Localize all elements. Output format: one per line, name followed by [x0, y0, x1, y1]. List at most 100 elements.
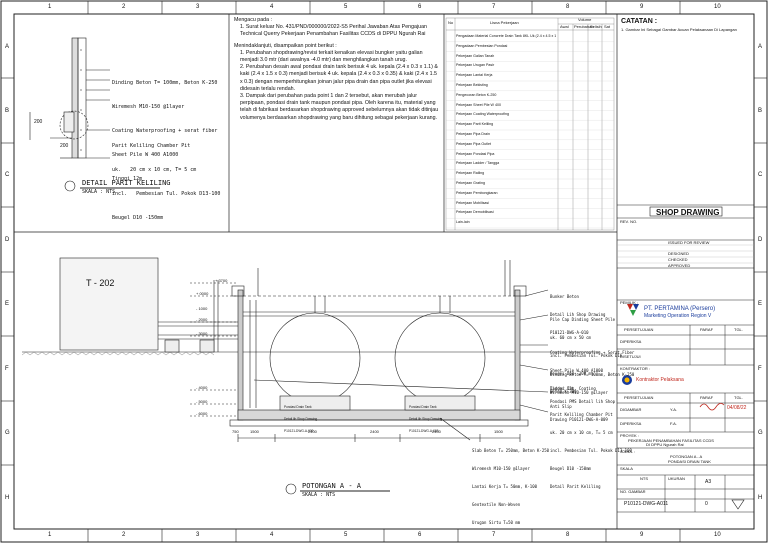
sign-row-diperiksa: DIPERIKSA: [620, 339, 642, 344]
label-line: uk. 60 cm x 50 cm: [550, 335, 591, 340]
col-label-7: 7: [492, 4, 496, 10]
sign-row-digambar: DIGAMBAR: [620, 407, 642, 412]
dim-2400-b: 2400: [370, 429, 379, 434]
row-label-a-right: A: [758, 44, 763, 50]
catatan-heading: CATATAN :: [621, 18, 658, 25]
rev-value: 0: [705, 501, 708, 507]
boq-row: Pekerjaan Ladder / Tangga: [456, 161, 500, 166]
label-line: Lantai Kerja T= 50mm, K-100: [472, 484, 538, 489]
label-line: Parit Keliling Chamber Pit: [550, 412, 613, 417]
boq-sub-selisih: Selisih: [590, 24, 602, 29]
note-line: Parit Keliling Chamber Pit: [112, 143, 191, 149]
mengacu-item-2: 1. Perubahan shopdrawing/revisi terkait …: [240, 49, 423, 64]
row-label-f: F: [5, 366, 9, 372]
judul-label: JUDUL :: [620, 449, 635, 454]
elev-2: - 2000: [196, 317, 208, 322]
label-line: Drawing P10121-DWG-A-009: [550, 417, 608, 422]
label-line: Beugel D10 -150mm: [550, 466, 591, 471]
col-label-2: 2: [122, 4, 126, 10]
label-line: Wiremesh M10-150 @1layer: [550, 390, 608, 395]
ladder-label: Ladder Cat. Coating Anti Slip: [550, 374, 596, 416]
dim-750: 750: [232, 429, 239, 434]
note-line: Tinggi 12m: [112, 176, 143, 182]
skala-value: NTS: [640, 476, 648, 481]
boq-row: Pekerjaan Pipa Outlet: [456, 141, 491, 146]
boq-row: Pekerjaan Sheet Pile W 400: [456, 102, 501, 107]
boq-row: Pekerjaan Demobilisasi: [456, 210, 494, 215]
sheetpile-label: Coating Waterproofing + Serat Fiber Shee…: [550, 338, 634, 398]
row-label-c: C: [5, 172, 10, 178]
boq-sub-awal: Awal: [560, 24, 569, 29]
detail-parit-scale: SKALA : NTS: [82, 189, 116, 195]
shop-drawing-title: SHOP DRAWING: [656, 208, 720, 217]
row-label-h-right: H: [758, 495, 763, 501]
col-label-8-bottom: 8: [566, 532, 570, 538]
elev-5: - 5000: [196, 399, 208, 404]
label-line: Detail lih Shop Drawing: [409, 417, 443, 421]
drain-tank-box-1: Pondasi Drain Tank Detail lih Shop Drawi…: [284, 397, 317, 437]
col-label-6-bottom: 6: [418, 532, 422, 538]
dim-200-left: 200: [34, 119, 43, 125]
label-line: Pondasi PMS Detail lih Shop: [550, 399, 616, 404]
tb-issued: ISSUED FOR REVIEW: [668, 240, 710, 245]
label-line: Anti Slip: [550, 404, 572, 409]
label-line: Beugel D10 -200 mm: [550, 371, 594, 376]
note-line: Sheet Pile W 400 A1000: [112, 152, 179, 158]
section-title: POTONGAN A - A: [302, 482, 362, 490]
col-label-5-bottom: 5: [344, 532, 348, 538]
label-line: incl. Pembesian Tul. Pokok D16: [550, 353, 623, 358]
label-line: Pondasi Drain Tank: [409, 405, 437, 409]
col-label-3: 3: [196, 4, 200, 10]
tb-approved: APPROVED: [668, 263, 691, 268]
skala-label: SKALA: [620, 466, 633, 471]
dinding-label: Dinding Beton T= 100mm, Beton K-250 Wire…: [550, 360, 634, 402]
boq-sub-perubahan: Perubahan: [574, 24, 594, 29]
sign-initial-2: F.A.: [670, 421, 677, 426]
row-label-h: H: [5, 495, 10, 501]
col-label-10: 10: [714, 4, 721, 10]
row-label-e: E: [5, 301, 10, 307]
row-label-e-right: E: [758, 301, 763, 307]
owner-label: PEMILIK :: [620, 300, 639, 305]
boq-row: Pengadaan Material Concrete Drain Tank 8…: [456, 34, 556, 38]
boq-header-vol: Volume: [578, 17, 592, 22]
boq-row: Pekerjaan Coating Waterproofing: [456, 112, 510, 117]
col-label-9: 9: [640, 4, 644, 10]
catatan-line-1: 1. Gambar Ini Sebagai Gambar Acuan Pelak…: [621, 27, 737, 32]
label-line: Coating Waterproofing + Serat Fiber: [550, 350, 635, 355]
label-line: Detail lih Shop Drawing: [284, 417, 318, 421]
label-line: uk. 20 cm x 10 cm, T= 5 cm: [550, 430, 613, 435]
dim-200-bottom: 200: [60, 143, 69, 149]
row-label-c-right: C: [758, 172, 763, 178]
label-line: Sheet Pile W 400 A1000: [550, 368, 603, 373]
boq-row: Pengecoran Beton K-250: [456, 92, 497, 97]
ukuran-label: UKURAN: [668, 476, 685, 481]
label-line: Bunker Beton: [550, 294, 579, 299]
dim-1500-b: 1500: [494, 429, 503, 434]
elev-6: - 6000: [196, 411, 208, 416]
row-label-b: B: [5, 108, 10, 114]
elev-0: + 0000: [196, 291, 209, 296]
mengacu-heading: Mengacu pada :: [234, 17, 272, 23]
label-line: Ladder Cat. Coating: [550, 386, 596, 391]
label-line: Slab Beton T= 250mm, Beton K-250: [472, 448, 550, 453]
row-label-a: A: [5, 44, 10, 50]
col-label-4: 4: [270, 4, 274, 10]
col-label-4-bottom: 4: [270, 532, 274, 538]
slab-label: Slab Beton T= 250mm, Beton K-250 Wiremes…: [472, 436, 549, 532]
boq-row: Pekerjaan Pipa Drain: [456, 131, 490, 136]
contractor-label: KONTRAKTOR :: [620, 366, 650, 371]
dim-1500-a: 1500: [250, 429, 259, 434]
label-line: P10121-DWG-A-010: [550, 330, 589, 335]
mengacu-item-4: 3. Dampak dari perubahan pada point 1 da…: [240, 93, 439, 121]
boq-row: Pekerjaan Pondasi Pipa: [456, 151, 495, 156]
note-line: Beugel D10 -150mm: [112, 215, 164, 221]
judul-line-1: POTONGAN A - A: [670, 454, 703, 459]
row-label-g: G: [5, 430, 10, 436]
sign-header-persetujuan-2: PERSETUJUAN: [624, 395, 654, 400]
label-line: Detail Parit Keliling: [550, 484, 601, 489]
owner-name: PT. PERTAMINA (Persero): [644, 306, 716, 312]
detail-parit-notes-bottom: Parit Keliling Chamber Pit uk. 20 cm x 1…: [112, 126, 220, 230]
note-line: uk. 20 cm x 10 cm, T= 5 cm: [112, 167, 197, 173]
